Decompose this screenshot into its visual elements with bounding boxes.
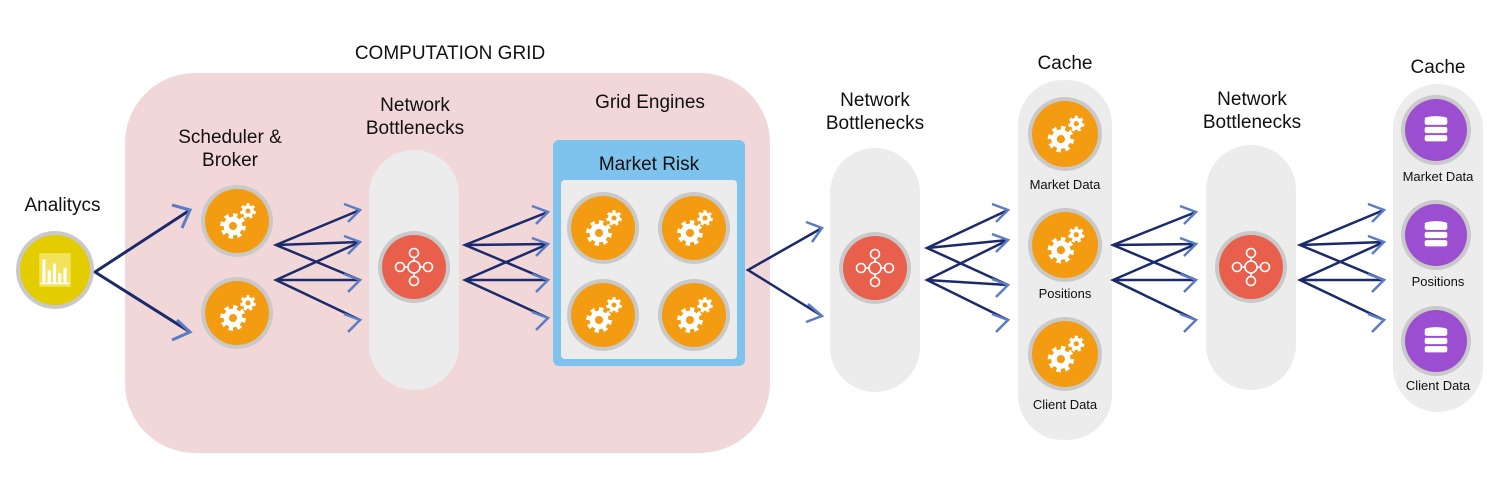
- bar-chart-icon: [16, 231, 94, 309]
- network-label-3-line1: Network: [1217, 89, 1287, 110]
- network-node-2: [838, 231, 912, 305]
- engine-gear-node-1: [566, 191, 640, 265]
- scheduler-label-line2: Broker: [202, 150, 258, 171]
- cache2-db-node-market-data: [1400, 94, 1472, 166]
- network-hub-icon: [1215, 231, 1287, 303]
- engine-gear-node-2: [657, 191, 731, 265]
- network-label-2-line2: Bottlenecks: [825, 113, 925, 134]
- database-icon: [1401, 306, 1471, 376]
- arrow-group-2: [272, 202, 1387, 333]
- network-label-1-line2: Bottlenecks: [365, 118, 465, 139]
- computation-grid-title: COMPUTATION GRID: [354, 43, 546, 64]
- cache1-gear-node-client-data: [1027, 316, 1103, 392]
- gears-icon: [1028, 208, 1102, 282]
- grid-engines-label: Grid Engines: [595, 92, 705, 113]
- scheduler-gear-node-2: [200, 276, 274, 350]
- gears-icon: [567, 279, 639, 351]
- network-hub-icon: [839, 232, 911, 304]
- database-icon: [1401, 95, 1471, 165]
- cache1-gear-node-market-data: [1027, 96, 1103, 172]
- cache2-db-node-positions: [1400, 199, 1472, 271]
- gears-icon: [658, 279, 730, 351]
- network-node-1: [377, 230, 451, 304]
- gears-icon: [201, 277, 273, 349]
- network-node-3: [1214, 230, 1288, 304]
- gears-icon: [1028, 317, 1102, 391]
- cache2-db-node-client-data: [1400, 305, 1472, 377]
- cache1-item-client-data: Client Data: [1032, 397, 1098, 412]
- gears-icon: [567, 192, 639, 264]
- cache2-item-positions: Positions: [1411, 274, 1465, 289]
- database-icon: [1401, 200, 1471, 270]
- analytics-node: [15, 230, 95, 310]
- cache2-item-market-data: Market Data: [1402, 169, 1474, 184]
- analytics-label: Analitycs: [24, 195, 101, 216]
- cache-label-2: Cache: [1410, 57, 1466, 78]
- gears-icon: [658, 192, 730, 264]
- network-hub-icon: [378, 231, 450, 303]
- cache-label-1: Cache: [1037, 53, 1093, 74]
- scheduler-label-line1: Scheduler &: [178, 127, 282, 148]
- gears-icon: [201, 185, 273, 257]
- scheduler-gear-node-1: [200, 184, 274, 258]
- cache1-item-market-data: Market Data: [1029, 177, 1101, 192]
- network-label-1-line1: Network: [380, 95, 450, 116]
- engine-gear-node-4: [657, 278, 731, 352]
- engine-gear-node-3: [566, 278, 640, 352]
- cache2-item-client-data: Client Data: [1405, 378, 1471, 393]
- network-label-3-line2: Bottlenecks: [1202, 112, 1302, 133]
- network-label-2-line1: Network: [840, 90, 910, 111]
- gears-icon: [1028, 97, 1102, 171]
- cache1-item-positions: Positions: [1038, 286, 1092, 301]
- market-risk-title: Market Risk: [598, 154, 700, 175]
- cache1-gear-node-positions: [1027, 207, 1103, 283]
